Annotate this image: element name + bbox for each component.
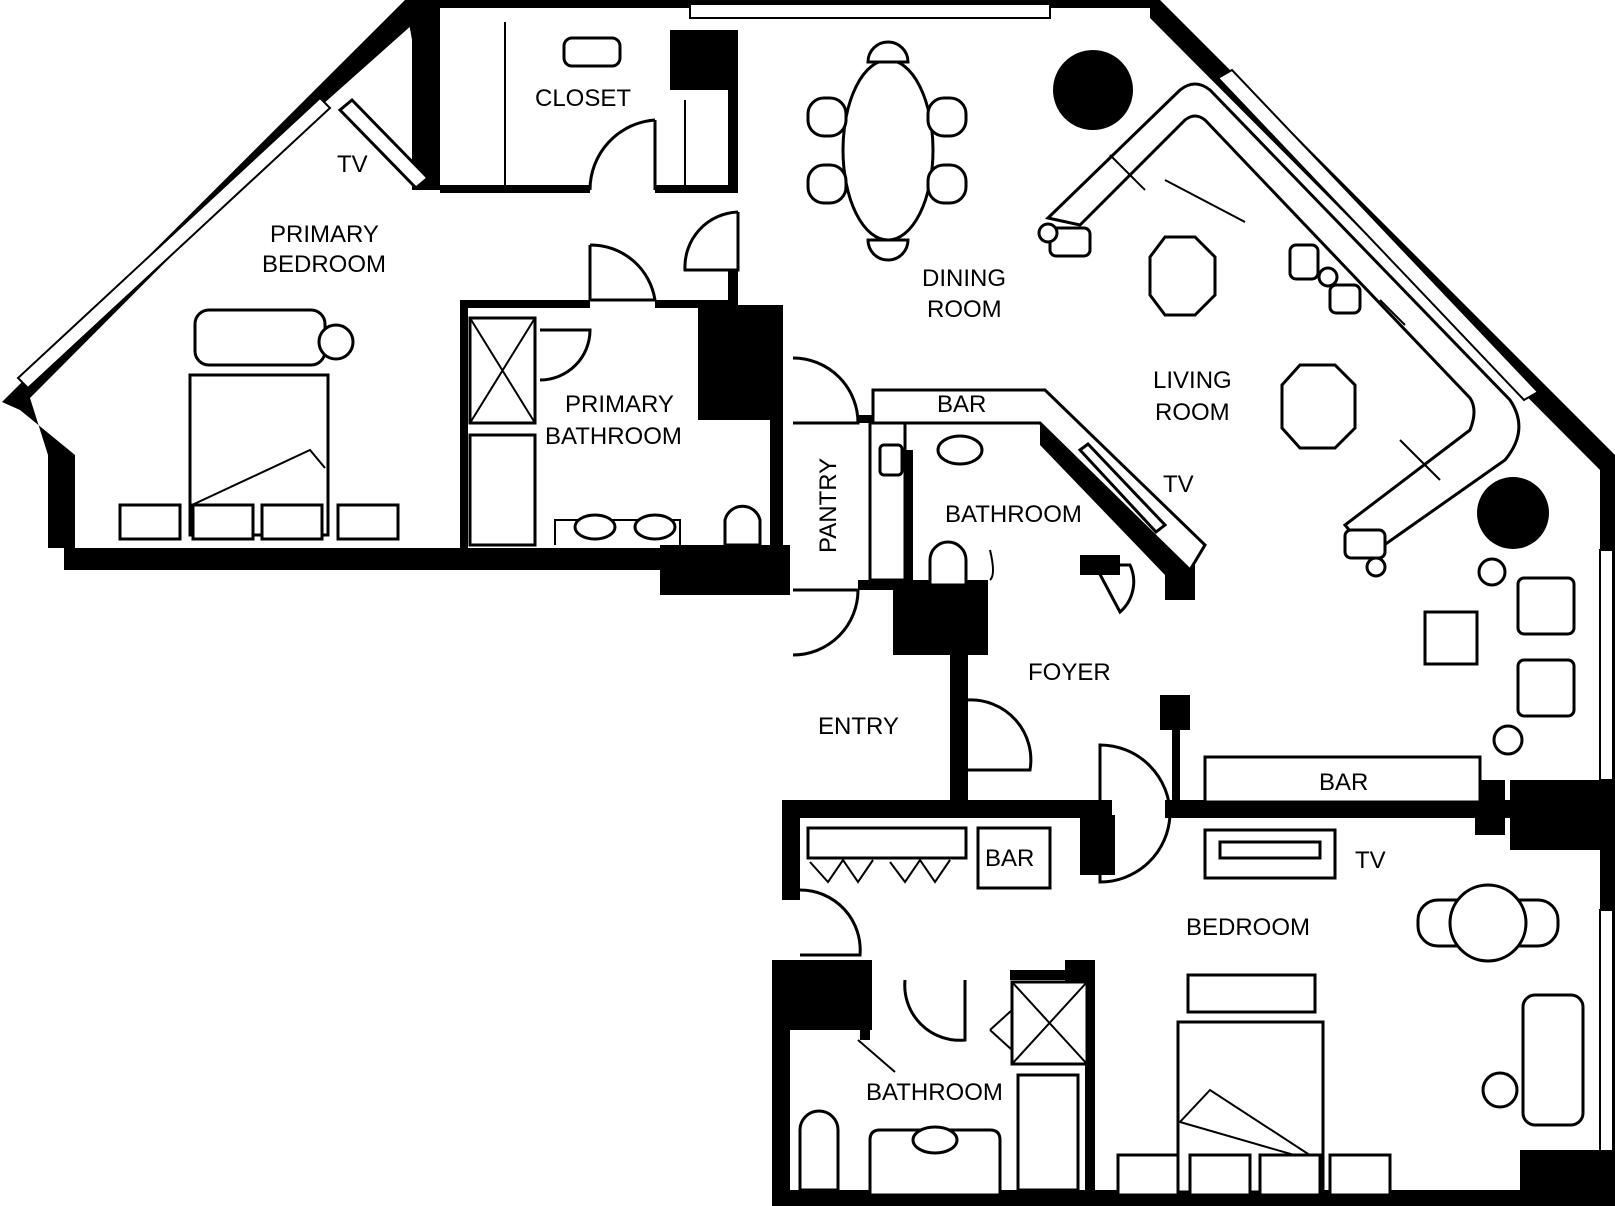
- tv-label-primary: TV: [337, 151, 368, 178]
- entry-label: ENTRY: [818, 713, 899, 740]
- bedroom-label: BEDROOM: [1186, 914, 1310, 941]
- bathroom-label-lower: BATHROOM: [866, 1079, 1003, 1106]
- furniture: [118, 22, 1585, 1197]
- primary-bathroom-label-2: BATHROOM: [545, 423, 682, 450]
- living-room-label-1: LIVING: [1153, 367, 1232, 394]
- dining-room-label-1: DINING: [922, 265, 1006, 292]
- foyer-label: FOYER: [1028, 659, 1111, 686]
- bar-label-foyer: BAR: [1319, 769, 1368, 796]
- bar-label-top: BAR: [937, 391, 986, 418]
- living-room-label-2: ROOM: [1155, 399, 1230, 426]
- doors: [539, 118, 1172, 1042]
- dining-room-label-2: ROOM: [927, 296, 1002, 323]
- pantry-label: PANTRY: [815, 458, 842, 553]
- primary-bedroom-label-1: PRIMARY: [270, 221, 379, 248]
- tv-label-living: TV: [1163, 471, 1194, 498]
- tv-label-bedroom: TV: [1355, 847, 1386, 874]
- closet-label: CLOSET: [535, 85, 631, 112]
- primary-bathroom-label-1: PRIMARY: [565, 391, 674, 418]
- room-labels: CLOSET TV PRIMARY BEDROOM PRIMARY BATHRO…: [262, 85, 1386, 1106]
- bathroom-label-center: BATHROOM: [945, 501, 1082, 528]
- primary-bedroom-label-2: BEDROOM: [262, 251, 386, 278]
- bar-label-small: BAR: [985, 845, 1034, 872]
